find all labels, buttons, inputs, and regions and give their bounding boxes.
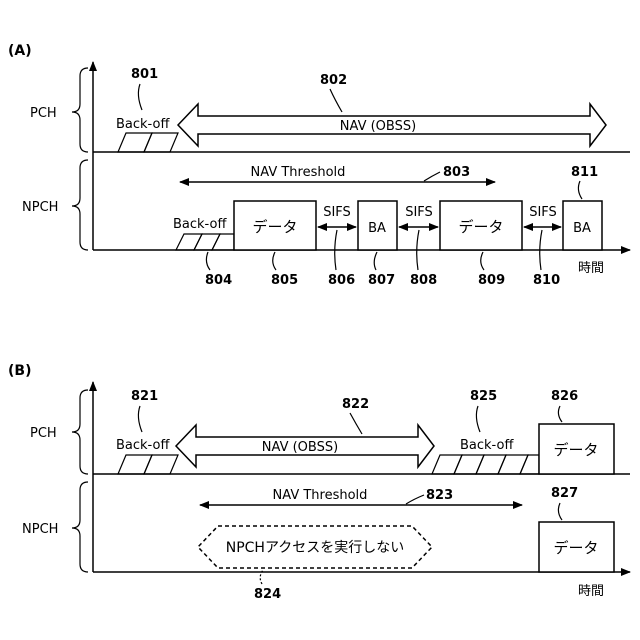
ref-803: 803 [443, 165, 470, 180]
panel-b-pch-data-label: データ [553, 441, 598, 459]
ref-823-leader [406, 495, 424, 504]
panel-a-sifs-1-label: SIFS [323, 205, 351, 220]
panel-a: (A) 時間 PCH NPCH Back-off 801 NAV (OBSS) … [8, 43, 630, 288]
ref-803-leader [424, 172, 440, 181]
panel-a-sifs-2-label: SIFS [405, 205, 433, 220]
panel-a-npch-backoff-slots [176, 234, 234, 250]
panel-b-npch-data-label: データ [553, 539, 598, 557]
panel-a-pch-label: PCH [30, 106, 57, 121]
ref-827: 827 [551, 486, 578, 501]
panel-a-time-label: 時間 [578, 261, 604, 276]
panel-b-pch-backoff-slots-2 [432, 455, 539, 474]
ref-802: 802 [320, 73, 347, 88]
ref-821: 821 [131, 389, 158, 404]
panel-b-no-access-label: NPCHアクセスを実行しない [226, 540, 405, 556]
ref-801-leader [138, 84, 142, 110]
panel-b-npch-label: NPCH [22, 522, 58, 537]
ref-810: 810 [533, 273, 560, 288]
panel-b-tag: (B) [8, 363, 31, 379]
ref-809-leader [481, 252, 484, 270]
ref-822-leader [350, 413, 362, 434]
ref-805-leader [273, 252, 276, 270]
panel-b-npch-brace [72, 482, 88, 572]
ref-824: 824 [254, 587, 281, 602]
ref-821-leader [138, 406, 142, 432]
ref-823: 823 [426, 488, 453, 503]
panel-b-pch-backoff-slots-1 [118, 455, 178, 474]
panel-a-data-frame-2-label: データ [458, 218, 503, 236]
panel-a-ba-frame-2-label: BA [573, 221, 591, 236]
panel-b: (B) 時間 PCH NPCH Back-off 821 NAV (OBSS) … [8, 363, 630, 602]
ref-805: 805 [271, 273, 298, 288]
panel-a-pch-backoff-label: Back-off [116, 117, 170, 132]
panel-b-nav-obss-label: NAV (OBSS) [262, 440, 338, 455]
panel-a-pch-brace [72, 68, 88, 152]
ref-802-leader [330, 89, 342, 112]
ref-804-leader [206, 252, 210, 270]
ref-825-leader [476, 406, 480, 432]
ref-809: 809 [478, 273, 505, 288]
panel-a-npch-backoff-label: Back-off [173, 217, 227, 232]
ref-807: 807 [368, 273, 395, 288]
ref-807-leader [374, 252, 377, 270]
ref-811-leader [578, 181, 582, 199]
panel-b-time-label: 時間 [578, 584, 604, 599]
panel-a-ba-frame-1-label: BA [368, 221, 386, 236]
ref-808: 808 [410, 273, 437, 288]
panel-a-nav-obss-label: NAV (OBSS) [340, 119, 416, 134]
panel-a-npch-brace [72, 160, 88, 250]
panel-b-pch-label: PCH [30, 426, 57, 441]
ref-825: 825 [470, 389, 497, 404]
panel-b-nav-threshold-label: NAV Threshold [273, 488, 368, 503]
panel-b-backoff-2-label: Back-off [460, 438, 514, 453]
panel-a-npch-label: NPCH [22, 200, 58, 215]
panel-a-data-frame-1-label: データ [252, 218, 297, 236]
panel-a-nav-threshold-label: NAV Threshold [251, 165, 346, 180]
panel-b-pch-brace [72, 390, 88, 474]
ref-801: 801 [131, 67, 158, 82]
ref-827-leader [558, 503, 562, 520]
ref-826-leader [558, 406, 562, 422]
ref-822: 822 [342, 397, 369, 412]
panel-b-backoff-1-label: Back-off [116, 438, 170, 453]
ref-826: 826 [551, 389, 578, 404]
ref-806: 806 [328, 273, 355, 288]
panel-a-sifs-3-label: SIFS [529, 205, 557, 220]
ref-811: 811 [571, 165, 598, 180]
panel-a-pch-backoff-slots [118, 133, 178, 152]
ref-804: 804 [205, 273, 232, 288]
panel-a-tag: (A) [8, 43, 32, 59]
